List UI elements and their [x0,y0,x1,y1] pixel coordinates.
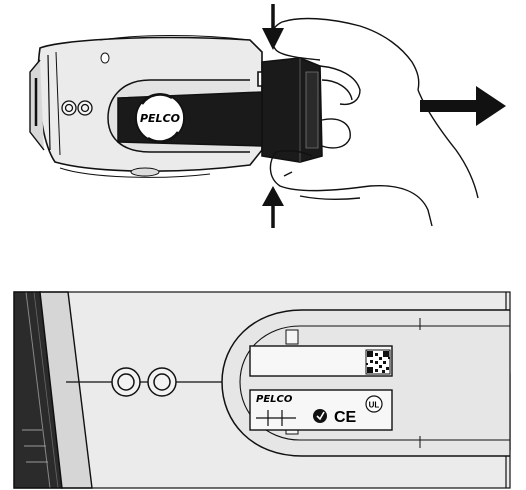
arrow-right-icon [420,86,506,126]
front-bezel-cap [258,58,322,162]
arrow-down-icon [262,4,284,50]
camera-removal-illustration: PELCO [0,0,526,240]
c-tick-icon [313,409,327,423]
serial-label [250,346,392,376]
ce-mark: CE [334,409,357,426]
ul-mark: UL [366,396,382,412]
certification-label: PELCO CE UL [250,390,392,430]
qr-code-icon [366,350,390,374]
pelco-logo-badge: PELCO [136,94,184,142]
camera-recess [108,80,262,152]
arrow-up-icon [262,186,284,228]
ul-mark-text: UL [369,401,380,410]
label-brand: PELCO [256,394,293,405]
logo-text: PELCO [140,112,180,125]
camera-closeup-illustration: PELCO CE UL [0,290,526,490]
label-recess [222,310,510,456]
